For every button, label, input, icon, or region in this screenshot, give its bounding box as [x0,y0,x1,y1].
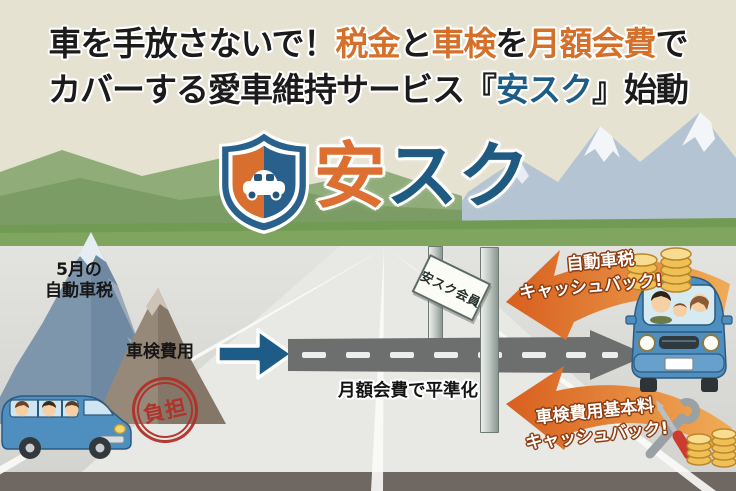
headline-line1: 車を手放さないで！税金と車検を月額会費で [0,27,736,60]
headline-line2: カバーする愛車維持サービス『安スク』始動 [0,73,736,106]
logo-text-part1: 安 [314,134,387,218]
headline-segment: を [495,24,529,63]
family-van-icon [1,395,132,459]
logo-text: 安スク [314,140,530,212]
tax-mountain-label: 5月の 自動車税 [45,260,113,302]
shield-car-icon [219,130,309,234]
inspection-mountain-label: 車検費用 [126,342,194,362]
headline-segment: と [399,24,433,63]
gate-pillar-right [480,247,499,433]
road-arrow-icon [288,330,648,380]
blue-right-arrow-icon [216,328,294,380]
headline-bracket: 』 [592,70,625,109]
headline-segment: 始動 [624,70,689,109]
logo-text-part2: スク [386,134,531,218]
cashback-arrow-bottom [506,366,732,456]
coin-stack-icon [626,247,692,293]
headline-segment-highlight: 税金 [335,24,401,63]
headline-segment: 車を手放さないで！ [48,24,336,63]
headline-bracket: 『 [464,70,497,109]
headline-segment: で [655,24,689,63]
leveling-caption: 月額会費で平準化 [338,381,478,401]
headline-segment: カバーする愛車維持サービス [48,70,465,109]
coin-stack-icon [686,428,736,468]
headline-segment-highlight: 月額会費 [527,24,657,63]
headline-brand-name: 安スク [496,70,593,109]
headline-segment-highlight: 車検 [431,24,497,63]
